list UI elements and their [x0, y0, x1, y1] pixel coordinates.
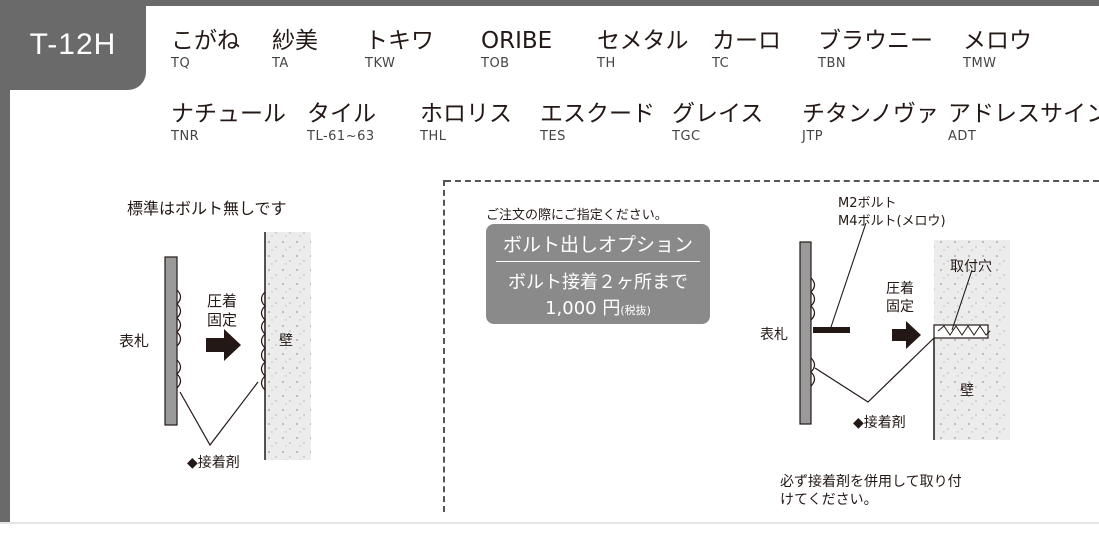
series-name: ブラウニー: [818, 28, 933, 54]
series-name: 紗美: [272, 28, 318, 54]
series-item-sami: 紗美 TA: [272, 28, 318, 71]
series-name: こがね: [171, 28, 240, 54]
series-code: TKW: [365, 56, 396, 71]
model-tab: T-12H: [0, 0, 146, 90]
bolt-option-box: ボルト出しオプション ボルト接着２ヶ所まで 1,000 円(税抜): [486, 224, 710, 324]
left-adhesive-label: ◆接着剤: [187, 455, 240, 471]
series-name: メロウ: [963, 28, 1032, 54]
right-nameplate: [799, 241, 812, 425]
series-code: THL: [420, 129, 447, 144]
series-code: TES: [540, 129, 566, 144]
series-name: グレイス: [672, 101, 764, 127]
series-name: タイル: [307, 101, 376, 127]
series-code: TNR: [171, 129, 200, 144]
option-divider: [496, 261, 700, 262]
series-name: エスクード: [540, 101, 655, 127]
right-wall-label: 壁: [960, 383, 974, 399]
left-wall-label: 壁: [279, 333, 293, 349]
series-item-carlo: カーロ TC: [712, 28, 781, 71]
order-note: ご注文の際にご指定ください。: [486, 208, 668, 223]
series-code: TBN: [818, 56, 847, 71]
series-item-semetal: セメタル TH: [597, 28, 689, 71]
series-code: TQ: [171, 56, 191, 71]
series-item-oribe: ORIBE TOB: [481, 28, 553, 71]
series-code: JTP: [802, 129, 824, 144]
left-nameplate: [164, 256, 178, 426]
option-tax-note: (税抜): [620, 304, 651, 317]
right-press-label-1: 圧着: [886, 281, 914, 297]
series-name: アドレスサイン: [948, 101, 1099, 127]
series-name: カーロ: [712, 28, 781, 54]
series-item-grace: グレイス TGC: [672, 101, 764, 144]
right-adhesive-label: ◆接着剤: [853, 415, 906, 431]
no-bolt-note: 標準はボルト無しです: [127, 199, 287, 218]
left-adhesive-leader: [179, 381, 259, 447]
series-item-tokiwa: トキワ TKW: [365, 28, 434, 71]
series-name: ホロリス: [420, 101, 512, 127]
footnote-line-1: 必ず接着剤を併用して取り付: [780, 474, 962, 490]
hole-adhesive: [937, 325, 991, 336]
mounting-hole-label: 取付穴: [950, 259, 992, 275]
left-plate-label: 表札: [119, 332, 150, 350]
series-code: TGC: [672, 129, 701, 144]
bottom-rule: [0, 522, 1099, 524]
left-plate-adhesive: [176, 289, 182, 389]
series-item-escudo: エスクード TES: [540, 101, 655, 144]
hole-leader: [951, 269, 973, 331]
series-code: TMW: [963, 56, 997, 71]
option-price: 1,000 円: [545, 298, 621, 319]
top-rule: [146, 0, 1099, 6]
option-title: ボルト出しオプション: [502, 234, 693, 256]
series-item-kogane: こがね TQ: [171, 28, 240, 71]
bolt-label-m2: M2ボルト: [838, 196, 897, 211]
series-code: TOB: [481, 56, 510, 71]
series-name: ORIBE: [481, 28, 553, 54]
left-wall: [265, 232, 311, 460]
series-code: ADT: [948, 129, 977, 144]
series-code: TC: [712, 56, 730, 71]
footnote-line-2: けてください。: [780, 492, 878, 508]
series-item-brownie: ブラウニー TBN: [818, 28, 933, 71]
series-name: チタンノヴァ: [802, 101, 939, 127]
bolt-leader: [830, 222, 867, 328]
bolt-label-m4: M4ボルト(メロウ): [838, 214, 946, 229]
option-detail: ボルト接着２ヶ所まで: [508, 272, 688, 293]
series-item-naturel: ナチュール TNR: [171, 101, 286, 144]
series-item-hololith: ホロリス THL: [420, 101, 512, 144]
right-press-arrow-icon: [892, 321, 921, 349]
series-item-mellow: メロウ TMW: [963, 28, 1032, 71]
series-name: ナチュール: [171, 101, 286, 127]
right-wall: [934, 240, 1010, 440]
series-item-titan-nova: チタンノヴァ JTP: [802, 101, 939, 144]
series-name: セメタル: [597, 28, 689, 54]
series-item-address-sign: アドレスサイン ADT: [948, 101, 1099, 144]
left-press-arrow-icon: [206, 329, 241, 361]
series-item-tile: タイル TL-61~63: [307, 101, 376, 144]
right-adhesive-leader: [814, 337, 935, 403]
right-plate-adhesive: [810, 277, 816, 387]
left-rule: [0, 90, 10, 522]
left-wall-adhesive: [260, 291, 266, 391]
dashed-divider-vertical: [443, 180, 445, 512]
series-code: TH: [597, 56, 616, 71]
left-press-label-1: 圧着: [207, 292, 238, 310]
dashed-divider-horizontal: [445, 180, 1099, 182]
series-name: トキワ: [365, 28, 434, 54]
left-press-label-2: 固定: [207, 311, 238, 329]
right-press-label-2: 固定: [886, 299, 914, 315]
series-code: TL-61~63: [307, 129, 375, 144]
right-plate-label: 表札: [760, 327, 788, 343]
series-code: TA: [272, 56, 289, 71]
bolt: [813, 327, 850, 333]
model-number: T-12H: [29, 28, 117, 61]
option-price-line: 1,000 円(税抜): [486, 294, 710, 320]
